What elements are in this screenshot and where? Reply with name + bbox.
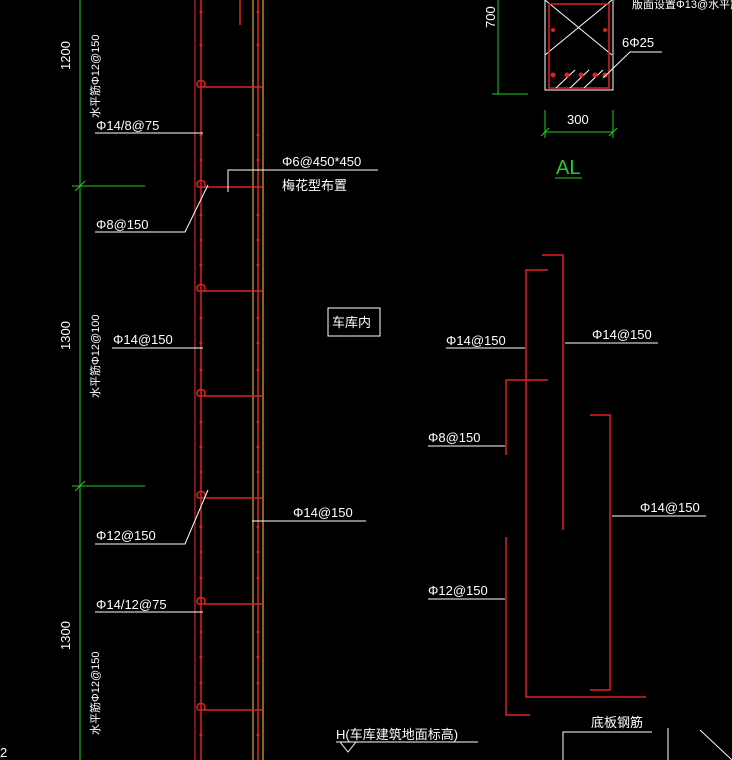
elevation-h-garage-floor: H(车库建筑地面标高): [336, 727, 458, 742]
slab-label-phi14-150-c: Φ14@150: [640, 500, 700, 515]
label-phi14-150-wall-b: Φ14@150: [293, 505, 353, 520]
dim-1300-a: 1300: [58, 321, 73, 350]
slab-label-phi14-150-b: Φ14@150: [592, 327, 652, 342]
slab-label-phi12-150: Φ12@150: [428, 583, 488, 598]
left-dimension-chain: [72, 0, 145, 760]
horiz-rebar-note-2: 水平筋Φ12@100: [88, 314, 102, 398]
bottom-marks: [336, 728, 732, 760]
label-phi14-8-75: Φ14/8@75: [96, 118, 159, 133]
slab-leaders: [428, 342, 706, 600]
dim-1200: 1200: [58, 41, 73, 70]
beam-rebar-6phi25: 6Φ25: [622, 35, 654, 50]
slab-detail: [505, 254, 646, 716]
label-phi14-12-75: Φ14/12@75: [96, 597, 167, 612]
horiz-rebar-note-1: 水平筋Φ12@150: [88, 34, 102, 118]
beam-section: [492, 0, 662, 179]
beam-dim-300: 300: [567, 112, 589, 127]
wall-leaders: [95, 132, 378, 613]
label-phi8-150-wall: Φ8@150: [96, 217, 149, 232]
base-slab-rebar-title: 底板钢筋: [591, 715, 643, 730]
label-phi14-150-wall-a: Φ14@150: [113, 332, 173, 347]
slab-label-phi14-150-a: Φ14@150: [446, 333, 506, 348]
wall-section: [194, 0, 264, 760]
slab-label-phi8-150: Φ8@150: [428, 430, 481, 445]
beam-top-note: 版面设置Φ13@水平筋: [632, 0, 732, 11]
label-quincunx-layout: 梅花型布置: [282, 178, 347, 193]
dim-1300-b: 1300: [58, 621, 73, 650]
horiz-rebar-note-3: 水平筋Φ12@150: [88, 651, 102, 735]
label-phi6-450x450: Φ6@450*450: [282, 154, 361, 169]
beam-dim-700: 700: [483, 6, 498, 28]
garage-interior-label-box: [327, 307, 381, 337]
edge-number: 2: [0, 745, 7, 760]
label-phi12-150-wall: Φ12@150: [96, 528, 156, 543]
garage-interior-label: 车库内: [332, 315, 371, 330]
beam-name-al: AL: [556, 157, 580, 179]
